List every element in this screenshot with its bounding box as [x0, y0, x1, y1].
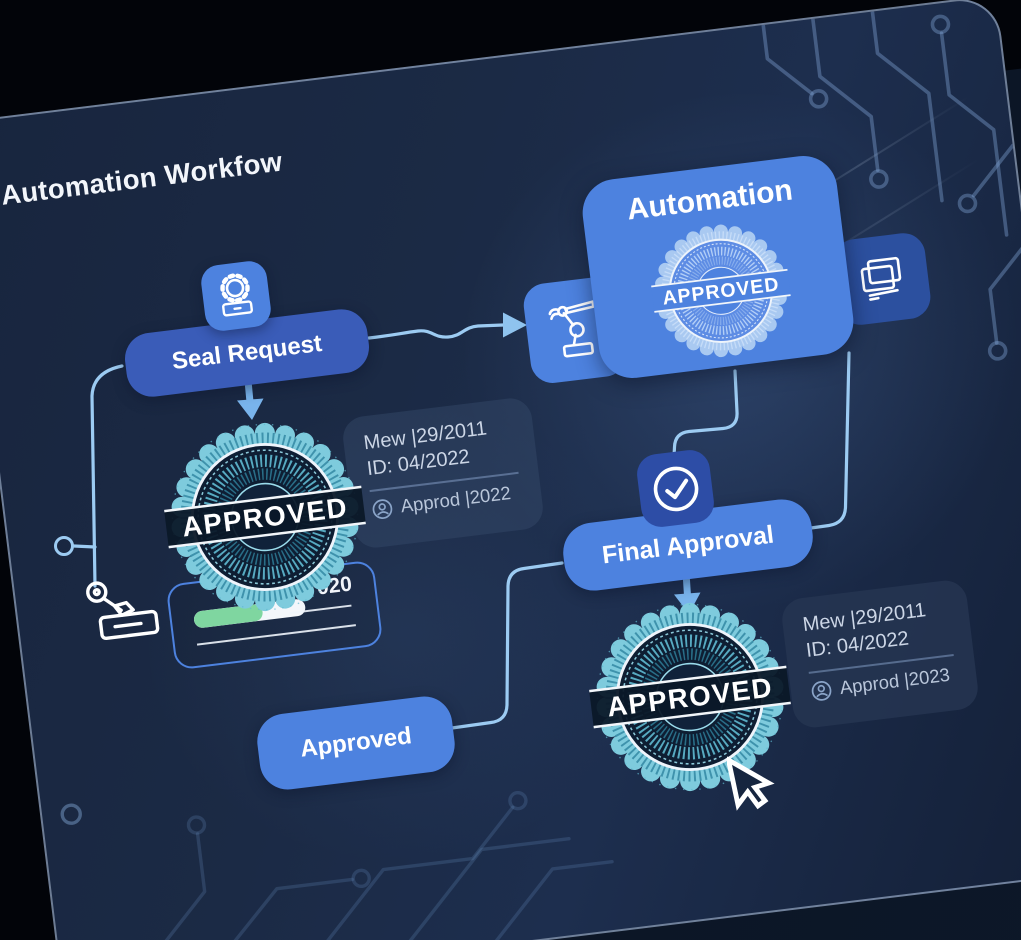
- request-approved-seal[interactable]: APPROVED: [148, 400, 382, 634]
- arrow-down-to-final-seal: [674, 592, 701, 614]
- cursor-arrow-icon: [727, 755, 775, 811]
- final-approval-label: Final Approval: [600, 520, 776, 569]
- request-info-card: Mew |29/2011 ID: 04/2022 Approd |2022: [340, 395, 546, 551]
- final-info-card: Mew |29/2011 ID: 04/2022 Approd |2023: [779, 578, 981, 730]
- automation-windows-tab[interactable]: [831, 230, 933, 328]
- person-icon: [372, 498, 393, 519]
- final-approved-seal[interactable]: APPROVED: [573, 580, 807, 814]
- node-automation[interactable]: Automation APPROVED: [578, 152, 858, 382]
- gear-icon: [220, 273, 254, 317]
- request-approver: Approd |2022: [399, 481, 512, 517]
- check-circle-icon: [653, 466, 698, 511]
- arrowhead-into-automation: [503, 312, 527, 338]
- approved-label: Approved: [298, 722, 414, 763]
- wire-automation-check: [672, 369, 739, 459]
- final-approval-check-button[interactable]: [634, 447, 717, 530]
- wire-sealrequest-left: [90, 364, 124, 588]
- wire-approved-finalapproval: [450, 561, 564, 730]
- wire-sealrequest-automation: [367, 323, 505, 340]
- wire-branch-node: [72, 544, 97, 549]
- windows-copy-icon: [860, 256, 902, 301]
- automation-approved-seal: APPROVED: [651, 224, 791, 358]
- seal-request-gear-button[interactable]: [199, 259, 273, 333]
- stamp-icon: [86, 581, 160, 641]
- seal-request-label: Seal Request: [170, 329, 324, 376]
- person-icon: [811, 680, 832, 701]
- arrow-down-to-request-seal: [237, 398, 264, 420]
- wire-automation-finalapproval: [809, 351, 851, 530]
- wire-terminal-circle: [54, 536, 74, 556]
- final-approver: Approd |2023: [838, 663, 952, 699]
